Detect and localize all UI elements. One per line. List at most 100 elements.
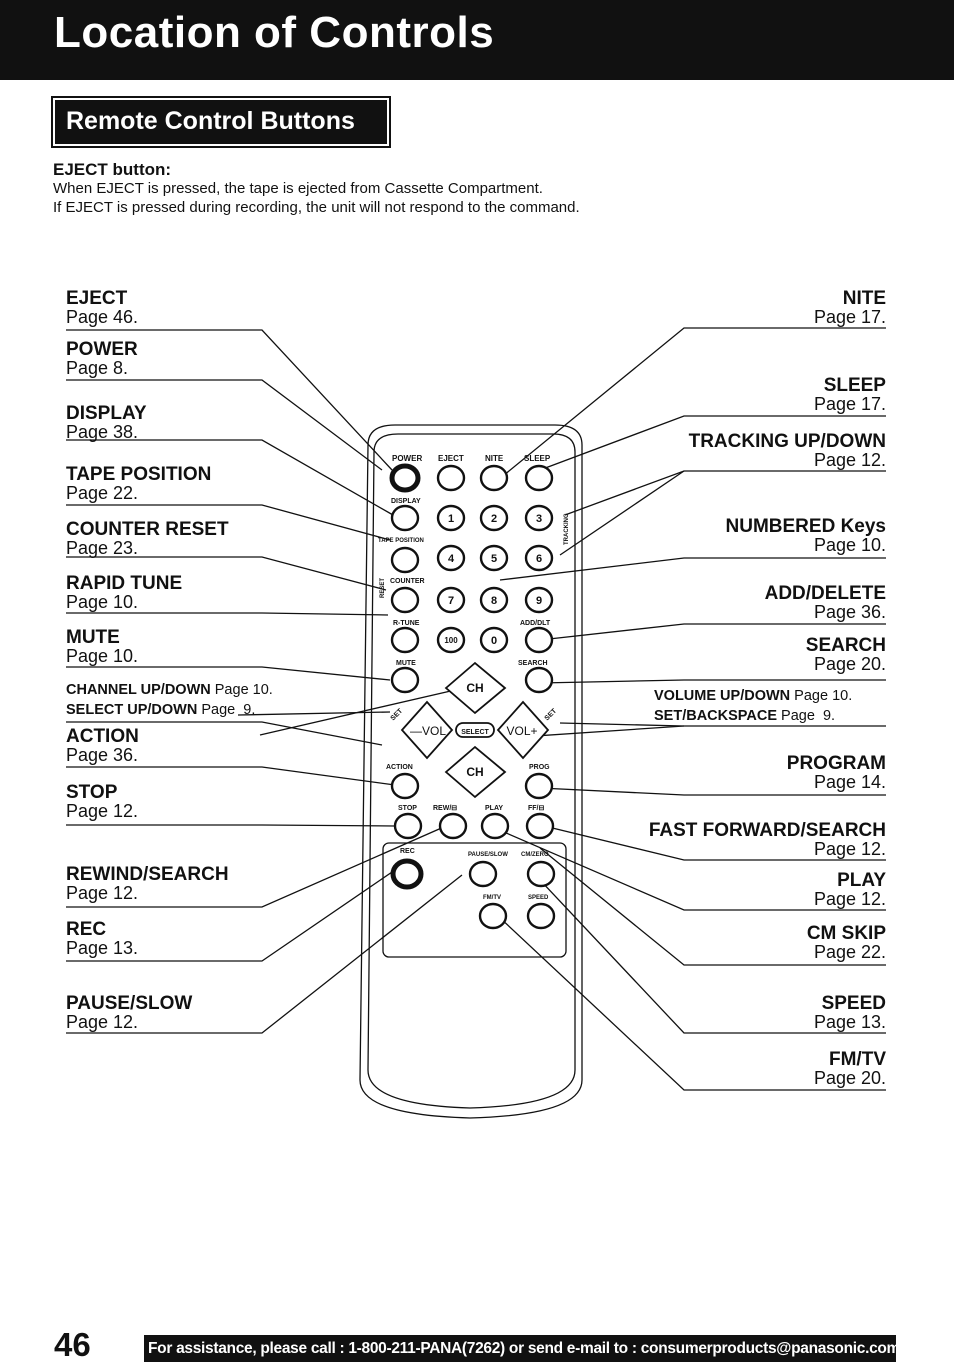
key-3-button	[524, 504, 554, 532]
remote-nite-label: NITE	[485, 454, 504, 463]
section-heading: Remote Control Buttons	[51, 96, 391, 148]
label-rewind-search: REWIND/SEARCH Page 12.	[66, 865, 229, 903]
label-page: Page 23.	[66, 538, 139, 558]
assistance-text: For assistance, please call : 1-800-211-…	[148, 1340, 901, 1357]
nite-button	[479, 464, 509, 492]
fast-forward-button	[525, 812, 555, 840]
remote-power-label: POWER	[392, 454, 422, 463]
label-nite: NITE Page 17.	[814, 289, 886, 327]
label-page: Page 22.	[813, 942, 886, 962]
label-page: Page 46.	[66, 307, 139, 327]
label-page: Page 14.	[813, 772, 886, 792]
remote-cm-zero-label: CM/ZERO	[521, 852, 549, 858]
tape-position-button	[390, 546, 420, 574]
ch-up-label: CH	[466, 681, 483, 695]
label-name: VOLUME UP/DOWN	[654, 688, 791, 704]
vol-up-button	[496, 700, 550, 760]
remote-sleep-label: SLEEP	[524, 454, 551, 463]
label-fmtv: FM/TV Page 20.	[814, 1050, 886, 1088]
label-name: TRACKING UP/DOWN	[688, 431, 886, 452]
key-4-label: 4	[448, 553, 455, 565]
key-6-button	[524, 544, 554, 572]
speed-button	[526, 902, 556, 930]
remote-reset-label: RESET	[380, 578, 386, 598]
label-page: Page 17.	[813, 394, 886, 414]
vol-down-button	[400, 700, 454, 760]
rewind-button	[438, 812, 468, 840]
label-name: PLAY	[837, 870, 886, 891]
set-right-label: SET	[544, 707, 559, 722]
label-name: SLEEP	[823, 375, 886, 396]
label-program: PROGRAM Page 14.	[787, 754, 886, 792]
label-numbered-keys: NUMBERED Keys Page 10.	[726, 517, 886, 555]
label-name: FAST FORWARD/SEARCH	[648, 820, 886, 841]
label-page: Page 10.	[214, 682, 273, 698]
play-button	[480, 812, 510, 840]
label-name: EJECT	[66, 288, 128, 309]
remote-counter-label: COUNTER	[390, 578, 425, 585]
remote-speed-label: SPEED	[528, 895, 549, 901]
eject-button	[436, 464, 466, 492]
key-1-label: 1	[448, 513, 454, 525]
remote-action-label: ACTION	[386, 764, 413, 771]
ch-up-button	[444, 661, 507, 715]
label-page: Page 12.	[813, 450, 886, 470]
label-page: Page 10.	[794, 688, 853, 704]
label-page: Page 12.	[66, 883, 139, 903]
search-button	[524, 666, 554, 694]
label-select-updown: SELECT UP/DOWN Page 9.	[66, 702, 255, 718]
key-0-label: 0	[491, 635, 497, 647]
mute-button	[390, 666, 420, 694]
key-1-button	[436, 504, 466, 532]
key-8-label: 8	[491, 595, 497, 607]
label-name: POWER	[66, 339, 138, 360]
key-7-label: 7	[448, 595, 454, 607]
key-2-button	[479, 504, 509, 532]
label-name: ADD/DELETE	[764, 583, 886, 604]
remote-ff-label: FF/⊟	[528, 805, 544, 812]
eject-info-line-1: When EJECT is pressed, the tape is eject…	[53, 180, 543, 197]
label-page: Page 12.	[813, 839, 886, 859]
remote-search-label: SEARCH	[518, 660, 548, 667]
key-5-button	[479, 544, 509, 572]
remote-tracking-label: TRACKING	[564, 513, 570, 545]
label-page: Page 12.	[66, 1012, 139, 1032]
label-name: CHANNEL UP/DOWN	[66, 682, 211, 698]
label-name: REWIND/SEARCH	[66, 864, 229, 885]
stop-button	[393, 812, 423, 840]
remote-rew-label: REW/⊟	[433, 805, 457, 812]
label-page: Page 12.	[66, 801, 139, 821]
label-page: Page 10.	[813, 535, 886, 555]
label-page: Page 8.	[66, 358, 129, 378]
remote-play-label: PLAY	[485, 805, 503, 812]
program-button	[524, 772, 554, 800]
power-button	[389, 463, 421, 493]
label-name: SET/BACKSPACE	[654, 708, 777, 724]
label-mute: MUTE Page 10.	[66, 628, 138, 666]
label-name: NUMBERED Keys	[725, 516, 886, 537]
pause-slow-button	[468, 860, 498, 888]
remote-outline	[359, 424, 583, 1119]
label-name: DISPLAY	[66, 403, 147, 424]
key-2-label: 2	[491, 513, 497, 525]
key-9-label: 9	[536, 595, 542, 607]
select-button	[455, 722, 495, 738]
key-5-label: 5	[491, 553, 497, 565]
counter-reset-button	[390, 586, 420, 614]
page-number: 46	[54, 1326, 91, 1363]
label-rec: REC Page 13.	[66, 920, 138, 958]
remote-fmtv-label: FM/TV	[483, 895, 501, 901]
key-100-button	[436, 626, 466, 654]
add-delete-button	[524, 626, 554, 654]
label-channel-updown: CHANNEL UP/DOWN Page 10.	[66, 682, 273, 698]
label-pause-slow: PAUSE/SLOW Page 12.	[66, 994, 192, 1032]
remote-display-label: DISPLAY	[391, 498, 421, 505]
remote-mute-label: MUTE	[396, 660, 416, 667]
label-page: Page 20.	[813, 654, 886, 674]
cm-skip-button	[526, 860, 556, 888]
ch-down-button	[444, 745, 507, 799]
label-page: Page 38.	[66, 422, 139, 442]
key-4-button	[436, 544, 466, 572]
page-header: Location of Controls	[0, 0, 954, 80]
